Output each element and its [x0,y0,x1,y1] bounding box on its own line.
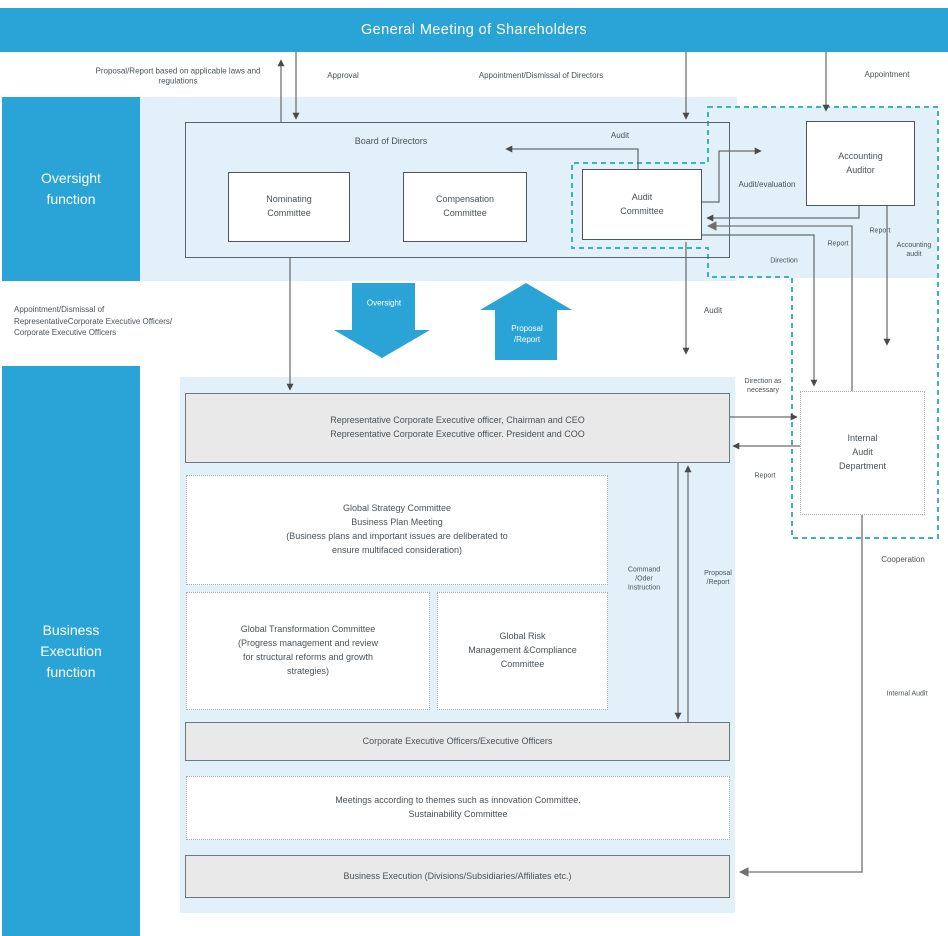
nominating-committee-label: Nominating Committee [266,194,312,218]
oversight-function-label: Oversight function [41,170,101,207]
accounting-auditor-box: Accounting Auditor [806,121,915,206]
audit-committee-box: Audit Committee [582,169,702,240]
oversight-down-arrow [334,283,430,358]
label-command: Command /Oder Instruction [627,566,661,592]
label-proposal-report-mid: Proposal /Report [704,569,732,586]
business-execution-box: Business Execution (Divisions/Subsidiari… [185,855,730,898]
representative-officers-box: Representative Corporate Executive offic… [185,393,730,463]
proposal-up-arrow [480,283,572,360]
label-approval: Approval [327,70,359,80]
business-function-block: Business Execution function [2,366,140,936]
global-strategy-box: Global Strategy Committee Business Plan … [186,475,608,585]
global-transformation-box: Global Transformation Committee (Progres… [186,592,430,710]
board-of-directors-title: Board of Directors [354,136,428,147]
global-risk-box: Global Risk Management &Compliance Commi… [437,592,608,710]
label-audit-down: Audit [703,305,723,315]
audit-dashed-region [571,106,939,539]
label-direction: Direction [770,257,798,265]
compensation-committee-box: Compensation Committee [403,172,527,242]
label-report-a: Report [869,227,891,235]
internal-audit-department-box: Internal Audit Department [800,391,925,515]
board-of-directors-box [185,122,730,258]
gray-connectors [707,221,863,877]
label-proposal-report-laws: Proposal/Report based on applicable laws… [95,66,261,86]
label-audit-board: Audit [610,130,630,140]
corporate-officers-box: Corporate Executive Officers/Executive O… [185,722,730,761]
label-report-b: Report [827,240,849,248]
audit-committee-label: Audit Committee [620,191,664,216]
compensation-committee-label: Compensation Committee [435,194,495,218]
label-accounting-audit: Accounting audit [896,241,932,258]
internal-audit-department-label: Internal Audit Department [838,433,887,471]
global-transformation-label: Global Transformation Committee (Progres… [237,624,379,676]
label-internal-audit: Internal Audit [886,690,928,698]
label-cooperation: Cooperation [881,554,925,564]
label-appointment-dismissal-ceo: Appointment/Dismissal of RepresentativeC… [14,305,173,338]
theme-meetings-label: Meetings according to themes such as inn… [335,795,581,819]
representative-officers-label: Representative Corporate Executive offic… [330,415,585,439]
oversight-function-block: Oversight function [2,97,140,281]
business-execution-label: Business Execution (Divisions/Subsidiari… [343,870,572,881]
oversight-arrow-label: Oversight [366,298,402,308]
proposal-arrow-label: Proposal /Report [511,323,543,344]
nominating-committee-box: Nominating Committee [228,172,350,242]
label-appointment-dismissal-directors: Appointment/Dismissal of Directors [478,70,604,80]
label-direction-as-necessary: Direction as necessary [744,377,782,394]
corporate-officers-label: Corporate Executive Officers/Executive O… [362,735,553,746]
business-function-label: Business Execution function [40,621,102,680]
top-bar: General Meeting of Shareholders [0,8,948,52]
label-audit-evaluation: Audit/evaluation [738,179,796,189]
label-appointment: Appointment [864,69,910,79]
page-title: General Meeting of Shareholders [361,22,587,38]
global-strategy-label: Global Strategy Committee Business Plan … [286,503,508,555]
label-report-iad: Report [754,472,776,480]
theme-meetings-box: Meetings according to themes such as inn… [186,776,730,840]
global-risk-label: Global Risk Management &Compliance Commi… [468,631,577,669]
accounting-auditor-label: Accounting Auditor [838,150,883,175]
connectors [277,52,891,722]
